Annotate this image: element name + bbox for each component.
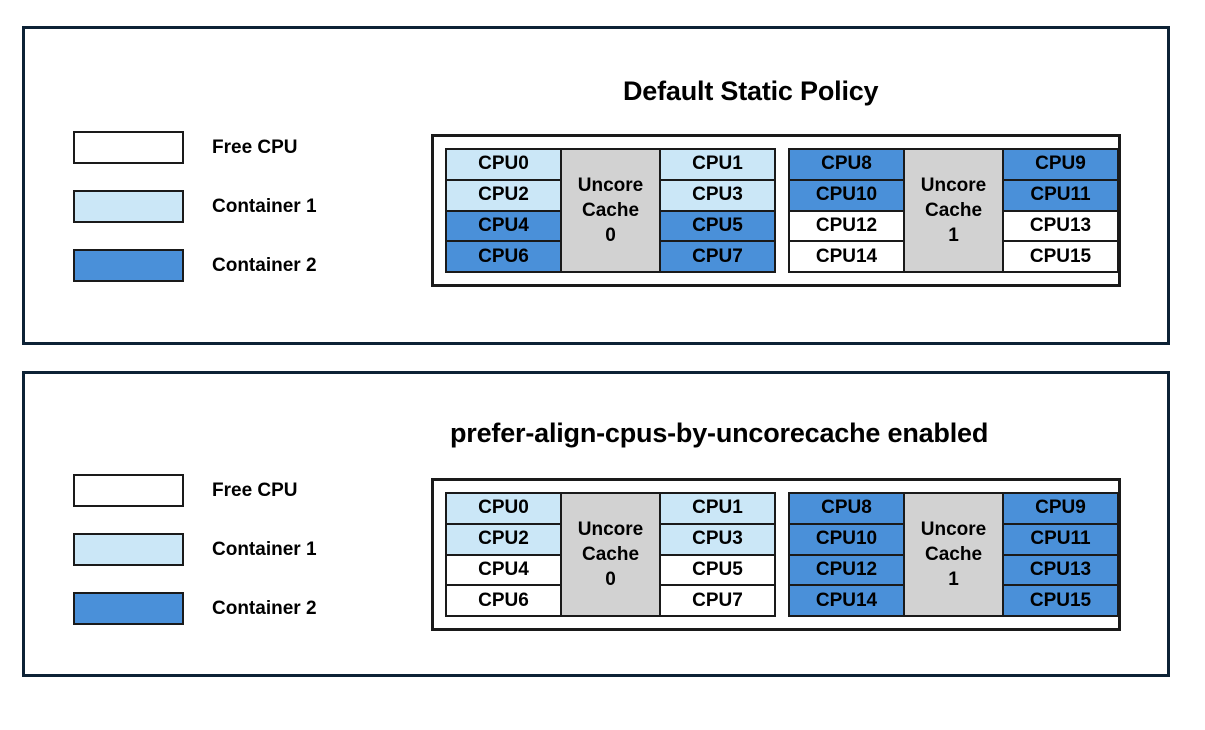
- legend-swatch-free-cpu: [73, 131, 184, 164]
- cpu-cell: CPU14: [790, 586, 903, 615]
- uncore-group-1: CPU8 CPU10 CPU12 CPU14 Uncore Cache 1 CP…: [788, 148, 1119, 273]
- cpu-cell: CPU12: [790, 211, 903, 243]
- cpu-cell: CPU5: [661, 211, 774, 243]
- legend-swatch-container-1: [73, 190, 184, 223]
- cpu-cell: CPU15: [1004, 242, 1117, 271]
- cpu-cell: CPU10: [790, 524, 903, 556]
- cpu-cell: CPU10: [790, 180, 903, 212]
- cpu-cell: CPU4: [447, 211, 560, 243]
- uncore-cache-block: Uncore Cache 0: [560, 150, 661, 271]
- cpu-cell: CPU7: [661, 586, 774, 615]
- cpu-cell: CPU8: [790, 150, 903, 181]
- cpu-column-left: CPU0 CPU2 CPU4 CPU6: [447, 494, 560, 615]
- legend-item-container-1: Container 1: [73, 533, 317, 566]
- cache-index: 1: [948, 569, 959, 591]
- cpu-cell: CPU9: [1004, 150, 1117, 181]
- cpu-cell: CPU11: [1004, 180, 1117, 212]
- cpu-cell: CPU0: [447, 494, 560, 525]
- cpu-cell: CPU3: [661, 524, 774, 556]
- cpu-cell: CPU5: [661, 555, 774, 587]
- diagram-panel-prefer-align-cpus-by-uncorecache: prefer-align-cpus-by-uncorecache enabled…: [22, 371, 1170, 677]
- cache-line: Cache: [924, 199, 983, 221]
- uncore-cache-block: Uncore Cache 0: [560, 494, 661, 615]
- cpu-topology-diagram: CPU0 CPU2 CPU4 CPU6 Uncore Cache 0 CPU1 …: [431, 134, 1121, 287]
- cache-line: Cache: [581, 543, 640, 565]
- legend-item-container-1: Container 1: [73, 190, 317, 223]
- cpu-cell: CPU13: [1004, 555, 1117, 587]
- legend-swatch-container-2: [73, 249, 184, 282]
- cache-index: 1: [948, 225, 959, 247]
- legend-label-container-2: Container 2: [212, 597, 317, 619]
- cpu-cell: CPU2: [447, 524, 560, 556]
- cpu-cell: CPU7: [661, 242, 774, 271]
- cache-line: Uncore: [577, 518, 644, 540]
- cpu-cell: CPU6: [447, 242, 560, 271]
- diagram-panel-default-static-policy: Default Static Policy Free CPU Container…: [22, 26, 1170, 345]
- legend-item-container-2: Container 2: [73, 592, 317, 625]
- cpu-cell: CPU15: [1004, 586, 1117, 615]
- legend-item-free-cpu: Free CPU: [73, 131, 317, 164]
- legend-label-free-cpu: Free CPU: [212, 136, 298, 158]
- page-title: prefer-align-cpus-by-uncorecache enabled: [450, 418, 989, 448]
- cpu-cell: CPU14: [790, 242, 903, 271]
- uncore-cache-block: Uncore Cache 1: [903, 494, 1004, 615]
- cache-line: Uncore: [920, 518, 987, 540]
- legend: Free CPU Container 1 Container 2: [73, 474, 317, 625]
- uncore-group-0: CPU0 CPU2 CPU4 CPU6 Uncore Cache 0 CPU1 …: [445, 148, 776, 273]
- legend-item-free-cpu: Free CPU: [73, 474, 317, 507]
- cpu-cell: CPU13: [1004, 211, 1117, 243]
- cache-line: Uncore: [577, 174, 644, 196]
- cpu-cell: CPU1: [661, 150, 774, 181]
- cpu-column-left: CPU0 CPU2 CPU4 CPU6: [447, 150, 560, 271]
- cpu-column-right: CPU9 CPU11 CPU13 CPU15: [1004, 150, 1117, 271]
- uncore-cache-block: Uncore Cache 1: [903, 150, 1004, 271]
- cache-line: Cache: [581, 199, 640, 221]
- cpu-cell: CPU9: [1004, 494, 1117, 525]
- cpu-cell: CPU3: [661, 180, 774, 212]
- legend-swatch-container-1: [73, 533, 184, 566]
- legend-swatch-container-2: [73, 592, 184, 625]
- legend-label-container-1: Container 1: [212, 195, 317, 217]
- cpu-cell: CPU4: [447, 555, 560, 587]
- legend-label-free-cpu: Free CPU: [212, 479, 298, 501]
- cache-index: 0: [605, 225, 616, 247]
- legend: Free CPU Container 1 Container 2: [73, 131, 317, 282]
- cpu-cell: CPU0: [447, 150, 560, 181]
- cpu-cell: CPU1: [661, 494, 774, 525]
- cpu-column-right: CPU9 CPU11 CPU13 CPU15: [1004, 494, 1117, 615]
- uncore-group-0: CPU0 CPU2 CPU4 CPU6 Uncore Cache 0 CPU1 …: [445, 492, 776, 617]
- cpu-topology-diagram: CPU0 CPU2 CPU4 CPU6 Uncore Cache 0 CPU1 …: [431, 478, 1121, 631]
- legend-label-container-2: Container 2: [212, 254, 317, 276]
- legend-item-container-2: Container 2: [73, 249, 317, 282]
- cpu-cell: CPU12: [790, 555, 903, 587]
- page-title: Default Static Policy: [623, 76, 879, 106]
- cpu-cell: CPU11: [1004, 524, 1117, 556]
- cpu-cell: CPU2: [447, 180, 560, 212]
- uncore-group-1: CPU8 CPU10 CPU12 CPU14 Uncore Cache 1 CP…: [788, 492, 1119, 617]
- cpu-column-right: CPU1 CPU3 CPU5 CPU7: [661, 494, 774, 615]
- cpu-cell: CPU6: [447, 586, 560, 615]
- cpu-column-left: CPU8 CPU10 CPU12 CPU14: [790, 494, 903, 615]
- cache-line: Cache: [924, 543, 983, 565]
- legend-label-container-1: Container 1: [212, 538, 317, 560]
- cpu-cell: CPU8: [790, 494, 903, 525]
- legend-swatch-free-cpu: [73, 474, 184, 507]
- cache-line: Uncore: [920, 174, 987, 196]
- cache-index: 0: [605, 569, 616, 591]
- cpu-column-right: CPU1 CPU3 CPU5 CPU7: [661, 150, 774, 271]
- cpu-column-left: CPU8 CPU10 CPU12 CPU14: [790, 150, 903, 271]
